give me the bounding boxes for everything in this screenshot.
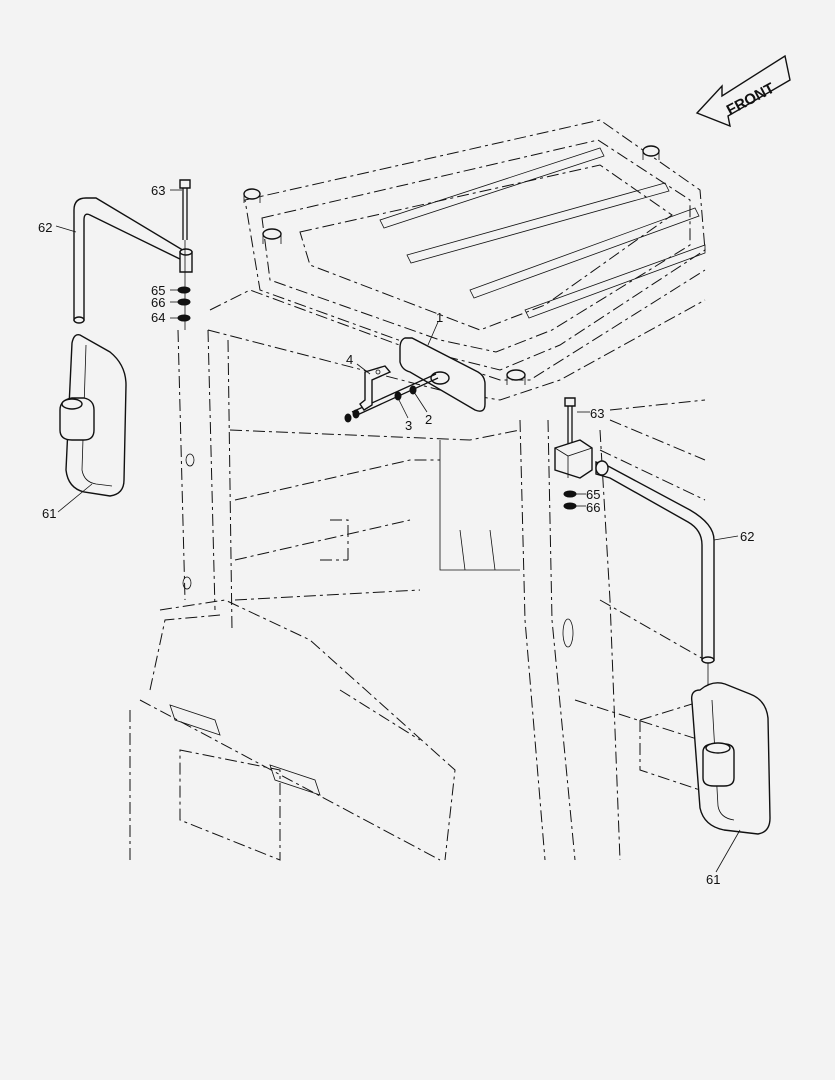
callout-65-left: 65	[151, 283, 165, 298]
cab-pillars-and-frame	[177, 329, 706, 861]
leader-lines	[55, 189, 741, 873]
callout-labels: 63 62 65 66 64 61 1 4 3 2 63 65 66 62 61	[38, 183, 754, 887]
callout-61-right: 61	[706, 872, 720, 887]
right-washers-65-66	[563, 490, 577, 510]
callout-66-left: 66	[151, 295, 165, 310]
mirror-bracket-4	[359, 365, 392, 411]
front-direction-arrow: FRONT	[695, 54, 791, 128]
roof-mount-bosses	[243, 145, 660, 385]
callout-62-left: 62	[38, 220, 52, 235]
callout-64-left: 64	[151, 310, 165, 325]
right-bolt-63	[564, 397, 576, 450]
left-mirror-stay-62	[73, 197, 193, 324]
callout-62-right: 62	[740, 529, 754, 544]
callout-3: 3	[405, 418, 412, 433]
callout-1: 1	[436, 310, 443, 325]
callout-4: 4	[346, 352, 353, 367]
interior-mirror-1	[399, 337, 486, 412]
callout-65-right: 65	[586, 487, 600, 502]
left-mirror-61	[59, 333, 127, 497]
right-mirror-61	[690, 682, 771, 835]
roof-ribs	[379, 147, 706, 319]
callout-66-right: 66	[586, 500, 600, 515]
callout-63-left: 63	[151, 183, 165, 198]
callout-2: 2	[425, 412, 432, 427]
callout-63-right: 63	[590, 406, 604, 421]
left-washers-64-66	[177, 286, 191, 322]
seat	[129, 599, 456, 861]
cab-roof	[207, 119, 706, 401]
callout-61-left: 61	[42, 506, 56, 521]
right-bracket	[554, 439, 593, 479]
